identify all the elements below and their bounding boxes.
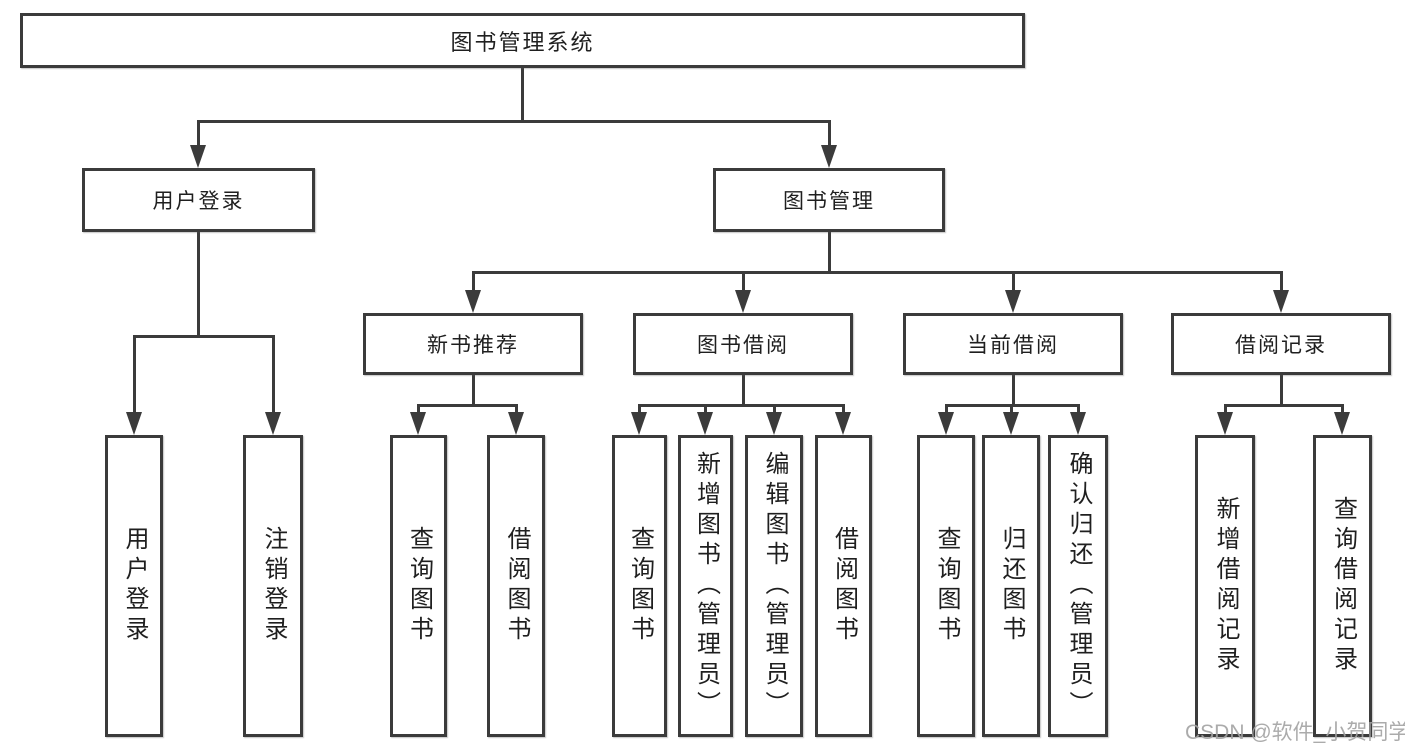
node-label: 借阅图书 <box>830 526 858 646</box>
connector-arrowhead <box>821 145 837 168</box>
connector-arrowhead <box>1070 412 1086 435</box>
connector-line <box>272 335 275 414</box>
node-label: 归还图书 <box>998 526 1025 646</box>
connector-line <box>133 335 275 338</box>
node-label: 图书管理系统 <box>450 29 595 55</box>
connector-line <box>1010 404 1013 414</box>
node-label: 图书借阅 <box>697 334 789 357</box>
leaf-user-login: 用户登录 <box>105 435 163 737</box>
node-label: 编辑图书（管理员） <box>761 451 788 721</box>
leaf-borrow-books: 借阅图书 <box>815 435 872 737</box>
node-new-book-recommend: 新书推荐 <box>363 313 583 375</box>
connector-line <box>1224 404 1227 414</box>
node-book-borrow: 图书借阅 <box>633 313 853 375</box>
connector-arrowhead <box>835 412 851 435</box>
node-current-borrow: 当前借阅 <box>903 313 1123 375</box>
connector-line <box>742 375 745 406</box>
node-label: 查询图书 <box>405 526 433 646</box>
connector-arrowhead <box>190 145 206 168</box>
connector-arrowhead <box>1334 412 1350 435</box>
node-label: 新增借阅记录 <box>1212 496 1239 676</box>
node-label: 查询借阅记录 <box>1329 496 1357 676</box>
node-user-login: 用户登录 <box>82 168 315 232</box>
connector-line <box>417 404 518 407</box>
node-label: 注销登录 <box>260 526 287 646</box>
leaf-add-book-admin: 新增图书（管理员） <box>678 435 733 737</box>
connector-arrowhead <box>631 412 647 435</box>
node-borrow-records: 借阅记录 <box>1171 313 1391 375</box>
connector-line <box>1341 404 1344 414</box>
connector-line <box>1012 271 1015 292</box>
connector-line <box>773 404 776 414</box>
leaf-query-books-recommend: 查询图书 <box>390 435 447 737</box>
connector-line <box>742 271 745 292</box>
connector-arrowhead <box>1003 412 1019 435</box>
node-label: 借阅图书 <box>503 526 530 646</box>
connector-line <box>1224 404 1344 407</box>
connector-line <box>828 120 831 148</box>
node-label: 查询图书 <box>626 526 654 646</box>
node-label: 查询图书 <box>933 526 960 646</box>
connector-line <box>945 404 948 414</box>
connector-arrowhead <box>1217 412 1233 435</box>
connector-arrowhead <box>265 412 281 435</box>
connector-line <box>638 404 845 407</box>
node-label: 借阅记录 <box>1235 334 1327 357</box>
node-label: 用户登录 <box>152 190 245 213</box>
node-label: 图书管理 <box>783 190 875 213</box>
leaf-return-book: 归还图书 <box>982 435 1040 737</box>
connector-arrowhead <box>410 412 426 435</box>
connector-arrowhead <box>938 412 954 435</box>
connector-line <box>197 120 831 123</box>
connector-line <box>472 271 475 292</box>
node-label: 当前借阅 <box>967 334 1059 357</box>
node-label: 新书推荐 <box>427 334 519 357</box>
connector-line <box>472 271 1283 274</box>
connector-line <box>1077 404 1080 414</box>
connector-line <box>704 404 707 414</box>
connector-line <box>472 375 475 406</box>
connector-line <box>1280 271 1283 292</box>
connector-line <box>417 404 420 414</box>
leaf-borrow-books-recommend: 借阅图书 <box>487 435 545 737</box>
leaf-logout: 注销登录 <box>243 435 303 737</box>
leaf-query-books-borrow: 查询图书 <box>612 435 667 737</box>
connector-line <box>521 68 524 122</box>
connector-arrowhead <box>508 412 524 435</box>
connector-line <box>515 404 518 414</box>
connector-arrowhead <box>465 290 481 313</box>
leaf-add-borrow-record: 新增借阅记录 <box>1195 435 1255 737</box>
connector-line <box>1280 375 1283 406</box>
connector-line <box>197 232 200 337</box>
node-label: 新增图书（管理员） <box>692 451 720 721</box>
connector-line <box>197 120 200 148</box>
connector-arrowhead <box>766 412 782 435</box>
connector-arrowhead <box>126 412 142 435</box>
node-label: 确认归还（管理员） <box>1065 451 1092 721</box>
node-library-management-system: 图书管理系统 <box>20 13 1025 68</box>
leaf-confirm-return-admin: 确认归还（管理员） <box>1048 435 1108 737</box>
connector-line <box>1012 375 1015 406</box>
node-label: 用户登录 <box>121 526 148 646</box>
connector-arrowhead <box>735 290 751 313</box>
csdn-watermark: CSDN @软件_小贺同学 <box>1185 721 1405 744</box>
leaf-query-books-current: 查询图书 <box>917 435 975 737</box>
connector-line <box>842 404 845 414</box>
connector-arrowhead <box>1005 290 1021 313</box>
connector-arrowhead <box>697 412 713 435</box>
leaf-query-borrow-record: 查询借阅记录 <box>1313 435 1372 737</box>
connector-line <box>638 404 641 414</box>
connector-line <box>133 335 136 414</box>
leaf-edit-book-admin: 编辑图书（管理员） <box>745 435 803 737</box>
connector-arrowhead <box>1273 290 1289 313</box>
node-book-management: 图书管理 <box>713 168 945 232</box>
connector-line <box>828 232 831 274</box>
